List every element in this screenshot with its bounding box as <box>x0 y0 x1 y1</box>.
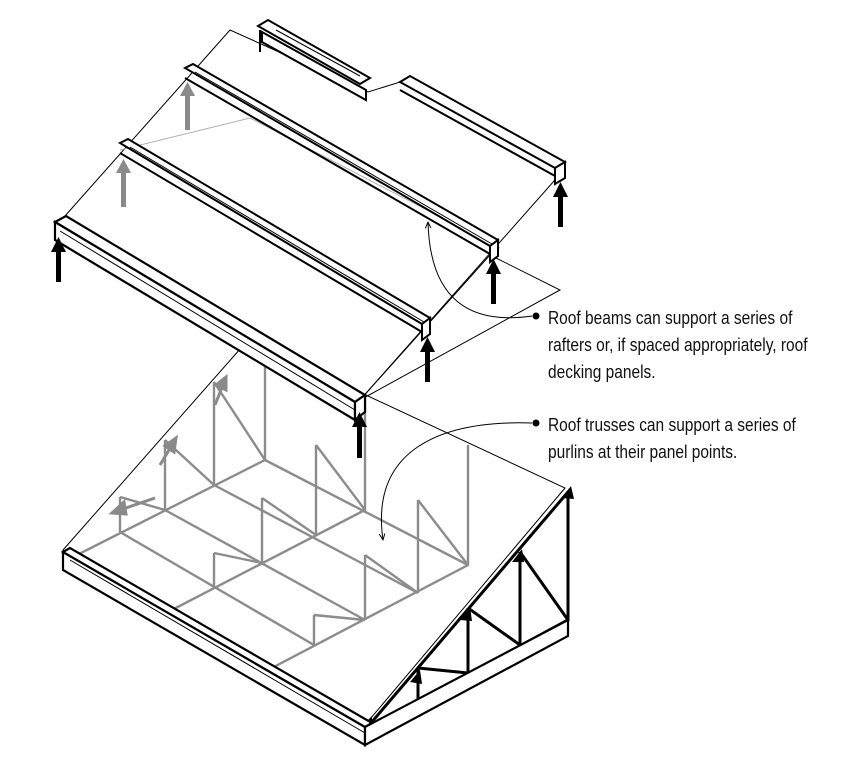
gray-load-arrows <box>112 377 226 514</box>
roof-decking-plane <box>57 30 562 400</box>
bullet-beams <box>533 313 540 320</box>
truss-assembly <box>63 340 574 745</box>
bearing-beam <box>63 548 568 745</box>
beam-annotation-line: Roof beams can support a series of <box>548 305 808 332</box>
leader-trusses <box>381 423 532 540</box>
beam-annotation-line: decking panels. <box>548 359 808 386</box>
truss-annotation-line: purlins at their panel points. <box>548 439 796 466</box>
beam-assembly <box>51 20 568 458</box>
truss-annotation-line: Roof trusses can support a series of <box>548 412 796 439</box>
beam-annotation-line: rafters or, if spaced appropriately, roo… <box>548 332 808 359</box>
beam-annotation: Roof beams can support a series of rafte… <box>548 305 808 386</box>
truss-annotation: Roof trusses can support a series of pur… <box>548 412 796 466</box>
bullet-trusses <box>533 420 540 427</box>
